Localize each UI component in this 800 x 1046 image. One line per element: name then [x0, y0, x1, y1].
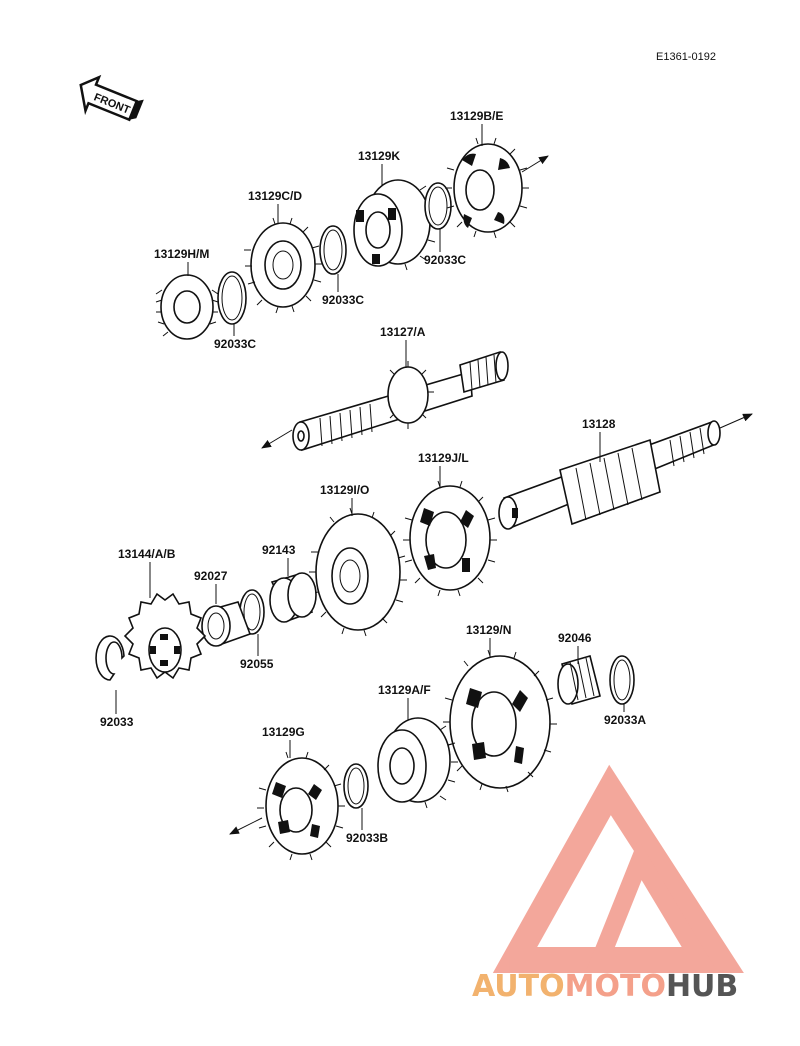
gear-13129k — [353, 179, 438, 271]
front-arrow-icon: FRONT — [79, 74, 144, 122]
label-13127a: 13127/A — [380, 325, 426, 339]
label-92033b: 92033B — [346, 831, 388, 845]
gear-13129n — [443, 649, 557, 793]
gear-13129jl — [403, 480, 497, 597]
gear-13129cd — [244, 217, 322, 314]
circlip-92033c-1 — [217, 271, 247, 325]
shaft-13127a — [292, 350, 509, 452]
label-92033c-1: 92033C — [214, 337, 256, 351]
label-92046: 92046 — [558, 631, 592, 645]
bearing-92046 — [557, 655, 601, 705]
gear-13129hm — [155, 274, 219, 340]
label-13129g: 13129G — [262, 725, 305, 739]
watermark-moto: MOTO — [565, 969, 666, 1004]
label-92033c-3: 92033C — [424, 253, 466, 267]
circlip-92033 — [95, 635, 125, 681]
gear-13129be — [445, 137, 529, 239]
label-13129hm: 13129H/M — [154, 247, 209, 261]
collar-92143 — [269, 572, 317, 623]
drawing-code: E1361-0192 — [656, 51, 716, 63]
watermark-logo — [492, 764, 744, 973]
gear-13129af — [377, 717, 458, 809]
bushing-92027 — [201, 601, 252, 647]
circlip-92033c-3 — [424, 182, 452, 230]
label-13129be: 13129B/E — [450, 109, 503, 123]
label-13144ab: 13144/A/B — [118, 547, 176, 561]
label-13129n: 13129/N — [466, 623, 511, 637]
gear-13129g — [257, 751, 345, 861]
shaft-13128 — [498, 420, 721, 530]
circlip-92033c-2 — [319, 225, 347, 275]
watermark-auto: AUTO — [472, 969, 565, 1004]
label-13129af: 13129A/F — [378, 683, 431, 697]
label-13129jl: 13129J/L — [418, 451, 469, 465]
label-13129k: 13129K — [358, 149, 400, 163]
label-92033: 92033 — [100, 715, 134, 729]
label-13129io: 13129I/O — [320, 483, 369, 497]
label-92033c-2: 92033C — [322, 293, 364, 307]
label-92033a: 92033A — [604, 713, 646, 727]
svg-text:AUTOMOTOHUB: AUTOMOTOHUB — [472, 969, 738, 1004]
label-92143: 92143 — [262, 543, 296, 557]
label-13128: 13128 — [582, 417, 616, 431]
watermark-hub: HUB — [666, 969, 738, 1004]
label-92055: 92055 — [240, 657, 274, 671]
label-13129cd: 13129C/D — [248, 189, 302, 203]
label-92027: 92027 — [194, 569, 228, 583]
sprocket-13144ab — [123, 592, 207, 680]
watermark-text: AUTOMOTOHUB — [472, 969, 738, 1004]
gear-13129io — [309, 507, 407, 637]
